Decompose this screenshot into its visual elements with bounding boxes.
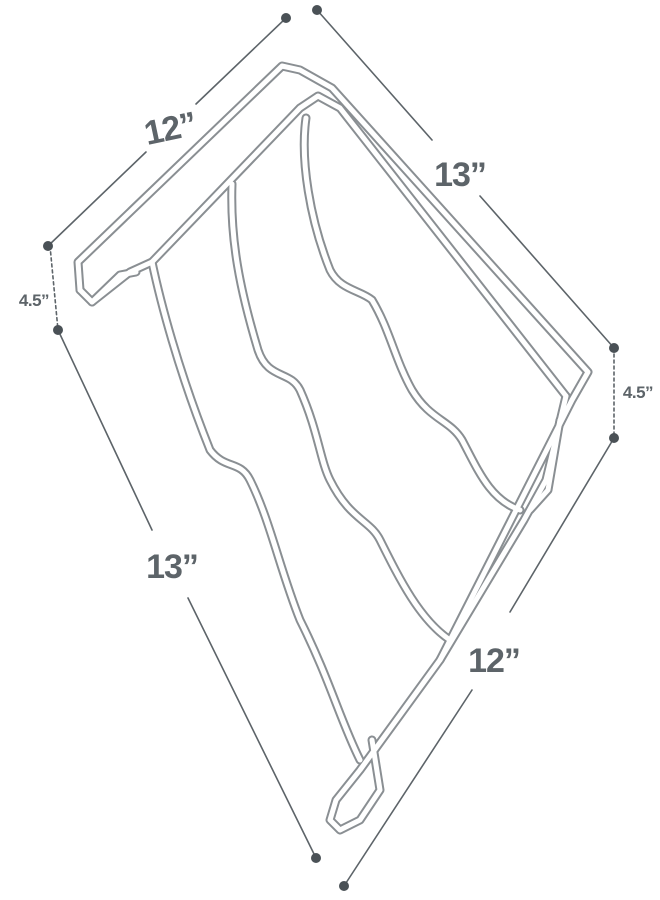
- dim-line-bottom-right-b: [343, 689, 473, 887]
- dim-line-left-height: [49, 245, 59, 331]
- dim-line-bottom-left-a: [57, 329, 153, 531]
- dim-dot: [609, 343, 619, 353]
- dim-label-top-left: 12”: [141, 105, 200, 153]
- dim-dot: [609, 433, 619, 443]
- dim-label-top-right: 13”: [434, 156, 486, 194]
- dim-dot: [43, 241, 53, 251]
- wine-rack-illustration: [73, 61, 593, 835]
- dim-label-left-height: 4.5”: [19, 291, 49, 310]
- dimension-dots: [43, 5, 619, 891]
- dim-label-right-height: 4.5”: [623, 383, 653, 402]
- dim-label-bottom-left: 13”: [146, 548, 198, 586]
- dim-line-top-left-a: [195, 17, 287, 105]
- dimension-lines: [47, 9, 615, 887]
- dim-line-bottom-left-b: [187, 597, 317, 859]
- dim-line-top-right-b: [479, 195, 615, 349]
- dim-line-top-left-b: [47, 151, 147, 247]
- dim-dot: [281, 13, 291, 23]
- dim-dot: [311, 853, 321, 863]
- dim-dot: [339, 881, 349, 891]
- dim-dot: [53, 325, 63, 335]
- dim-line-bottom-right-a: [509, 437, 615, 613]
- dim-line-top-right-a: [316, 9, 433, 141]
- dim-label-bottom-right: 12”: [468, 642, 520, 680]
- dim-dot: [312, 5, 322, 15]
